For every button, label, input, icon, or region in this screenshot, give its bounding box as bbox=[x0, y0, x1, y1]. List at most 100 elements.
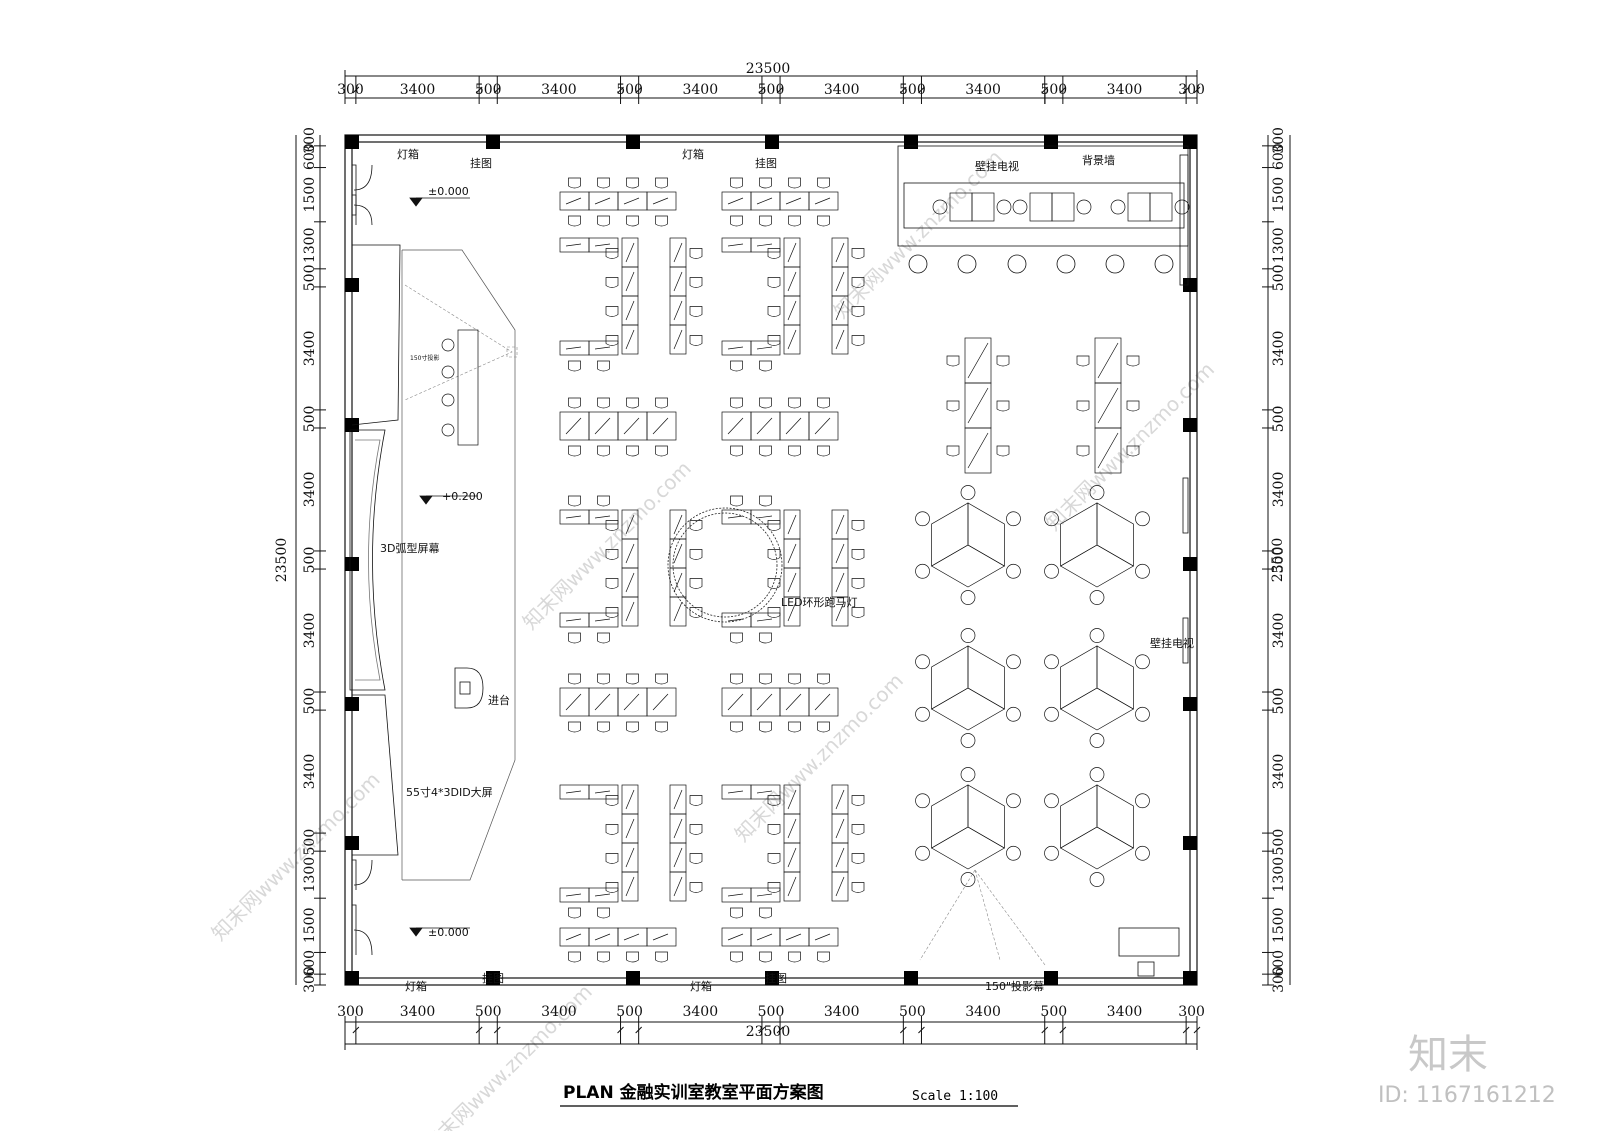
column bbox=[1183, 418, 1197, 432]
arc-screen-label: 3D弧型屏幕 bbox=[380, 541, 439, 555]
table-segment bbox=[967, 645, 1005, 710]
desk bbox=[750, 509, 781, 525]
desk-monitor bbox=[565, 933, 582, 941]
desk-monitor bbox=[835, 329, 845, 350]
training-desks bbox=[559, 177, 865, 963]
column bbox=[626, 971, 640, 985]
stage-area bbox=[401, 249, 516, 881]
left-dimension-segment-label: 3400 bbox=[302, 754, 318, 790]
chair bbox=[730, 360, 743, 372]
chair bbox=[626, 177, 639, 189]
desk-monitor bbox=[594, 933, 611, 941]
top-dimension-segment-label: 3400 bbox=[824, 82, 860, 98]
bottom-dimension-tick-mark bbox=[899, 1026, 907, 1034]
top-dimension-segment-label: 3400 bbox=[400, 82, 436, 98]
chair bbox=[689, 520, 703, 531]
bottom-dimension-segment-label: 300 bbox=[337, 1004, 364, 1020]
chair bbox=[689, 578, 703, 589]
chair bbox=[817, 673, 830, 685]
desk bbox=[750, 887, 781, 903]
desk-monitor bbox=[835, 572, 845, 593]
column bbox=[1183, 135, 1197, 149]
chair bbox=[851, 853, 865, 864]
chair bbox=[605, 520, 619, 531]
bottom-dimension-segment-label: 3400 bbox=[400, 1004, 436, 1020]
desk-monitor bbox=[756, 197, 773, 205]
desk-monitor bbox=[1097, 387, 1119, 424]
outer-walls bbox=[344, 134, 1198, 986]
chair bbox=[597, 673, 610, 685]
right-dimension-segment-label: 3400 bbox=[1271, 331, 1287, 367]
chair bbox=[759, 177, 772, 189]
hanging-picture-label: 挂图 bbox=[470, 156, 492, 170]
desk-monitor bbox=[623, 933, 640, 941]
table-segment bbox=[931, 645, 969, 710]
right-dimension-segment-label: 500 bbox=[1271, 547, 1287, 574]
bottom-dimension-segment-label: 500 bbox=[616, 1004, 643, 1020]
watermark-text: 知末网www.znzmo.com bbox=[419, 980, 597, 1131]
desk bbox=[808, 411, 839, 441]
bottom-dimension-segment-label: 300 bbox=[1178, 1004, 1205, 1020]
left-dimension-segment-label: 300 bbox=[302, 127, 318, 154]
level-label: ±0.000 bbox=[428, 185, 469, 198]
top-dimension-tick-mark bbox=[352, 86, 360, 94]
desk-monitor bbox=[594, 197, 611, 205]
chair bbox=[851, 277, 865, 288]
chair bbox=[759, 445, 772, 457]
desk-monitor bbox=[727, 790, 744, 794]
stage-desk bbox=[441, 329, 479, 446]
chair bbox=[730, 673, 743, 685]
chair bbox=[597, 445, 610, 457]
chair bbox=[915, 511, 930, 527]
lightbox-label: 灯箱 bbox=[690, 979, 712, 993]
top-dimension-segment-label: 300 bbox=[1178, 82, 1205, 98]
lightbox-label: 灯箱 bbox=[405, 979, 427, 993]
chair bbox=[1056, 254, 1076, 274]
bottom-dimension-tick-mark bbox=[475, 1026, 483, 1034]
chair bbox=[689, 607, 703, 618]
bottom-dimension-tick-mark bbox=[352, 1026, 360, 1034]
chair bbox=[1126, 355, 1140, 367]
chair bbox=[626, 721, 639, 733]
chair bbox=[817, 397, 830, 409]
column bbox=[345, 697, 359, 711]
lightbox-label: 灯箱 bbox=[397, 147, 419, 161]
chair bbox=[767, 248, 781, 259]
desk bbox=[964, 427, 992, 474]
desk bbox=[617, 687, 648, 717]
desk-monitor bbox=[814, 197, 831, 205]
chair bbox=[817, 215, 830, 227]
chair bbox=[767, 824, 781, 835]
table-segment bbox=[1059, 544, 1135, 588]
chair bbox=[932, 199, 948, 215]
chair bbox=[851, 578, 865, 589]
desk-monitor bbox=[756, 933, 773, 941]
chair bbox=[788, 177, 801, 189]
table-segment bbox=[1060, 645, 1098, 710]
desk-monitor bbox=[835, 271, 845, 292]
bottom-dimension-segment-label: 3400 bbox=[1107, 1004, 1143, 1020]
desk-monitor bbox=[756, 346, 773, 350]
desk-monitor bbox=[787, 271, 797, 292]
wall-tv-label: 壁挂电视 bbox=[975, 159, 1019, 173]
chair bbox=[597, 907, 610, 919]
table-segment bbox=[931, 502, 969, 567]
chair bbox=[689, 306, 703, 317]
top-total-dimension: 23500 bbox=[746, 61, 791, 77]
bottom-dimension-tick-mark bbox=[1059, 1026, 1067, 1034]
desk-monitor bbox=[625, 818, 635, 839]
chair bbox=[759, 673, 772, 685]
chair bbox=[655, 721, 668, 733]
chair bbox=[597, 360, 610, 372]
desk bbox=[779, 687, 810, 717]
chair bbox=[1089, 590, 1105, 605]
chair bbox=[1006, 654, 1021, 670]
left-dimension-segment-label: 1300 bbox=[302, 227, 318, 263]
desk bbox=[588, 191, 619, 211]
level-label: +0.200 bbox=[442, 490, 483, 503]
chair bbox=[730, 721, 743, 733]
chair bbox=[851, 520, 865, 531]
chair bbox=[1105, 254, 1125, 274]
desk-monitor bbox=[756, 515, 773, 519]
chair bbox=[1012, 199, 1028, 215]
